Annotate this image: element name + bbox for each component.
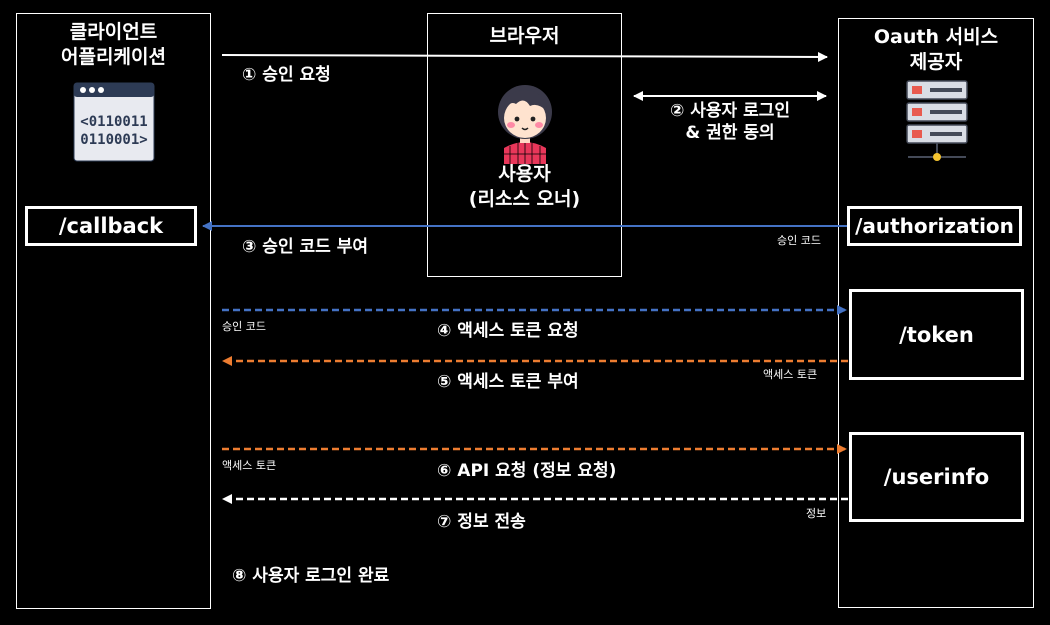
svg-text:<0110011: <0110011 (80, 114, 147, 130)
browser-lane-title: 브라우저 (489, 25, 560, 47)
user-label: 사용자 (리소스 오너) (468, 163, 581, 210)
userinfo-endpoint: /userinfo (849, 432, 1024, 522)
step-4-label: ④ 액세스 토큰 요청 (437, 321, 579, 341)
server-rack-icon (906, 80, 968, 161)
step-8-label: ⑧ 사용자 로그인 완료 (232, 566, 390, 586)
authorization-endpoint: /authorization (847, 206, 1022, 246)
step-2-label: ② 사용자 로그인 & 권한 동의 (669, 101, 791, 143)
payload-4-label: 승인 코드 (222, 320, 266, 333)
payload-5-label: 액세스 토큰 (763, 368, 818, 381)
svg-text:0110001>: 0110001> (80, 132, 147, 148)
provider-lane-title: Oauth 서비스 제공자 (873, 26, 999, 73)
payload-7-label: 정보 (806, 507, 827, 520)
callback-endpoint: /callback (25, 206, 197, 246)
step-5-label: ⑤ 액세스 토큰 부여 (437, 372, 579, 392)
payload-6-label: 액세스 토큰 (222, 459, 277, 472)
arrow-step-1 (221, 51, 828, 62)
client-lane-title: 클라이언트 어플리케이션 (61, 21, 166, 68)
step-3-label: ③ 승인 코드 부여 (242, 237, 368, 257)
step-7-label: ⑦ 정보 전송 (437, 512, 526, 532)
step-6-label: ⑥ API 요청 (정보 요청) (437, 461, 617, 481)
browser-lane: 브라우저 사용자 (리소스 오너) (427, 13, 622, 277)
token-endpoint: /token (849, 289, 1024, 380)
binary-code-window-icon: <0110011 0110001> (73, 82, 155, 162)
user-avatar-icon (498, 85, 552, 164)
payload-3-label: 승인 코드 (777, 234, 821, 247)
client-lane: 클라이언트 어플리케이션 <0110011 0110001> (16, 13, 211, 609)
step-1-label: ① 승인 요청 (242, 65, 331, 85)
